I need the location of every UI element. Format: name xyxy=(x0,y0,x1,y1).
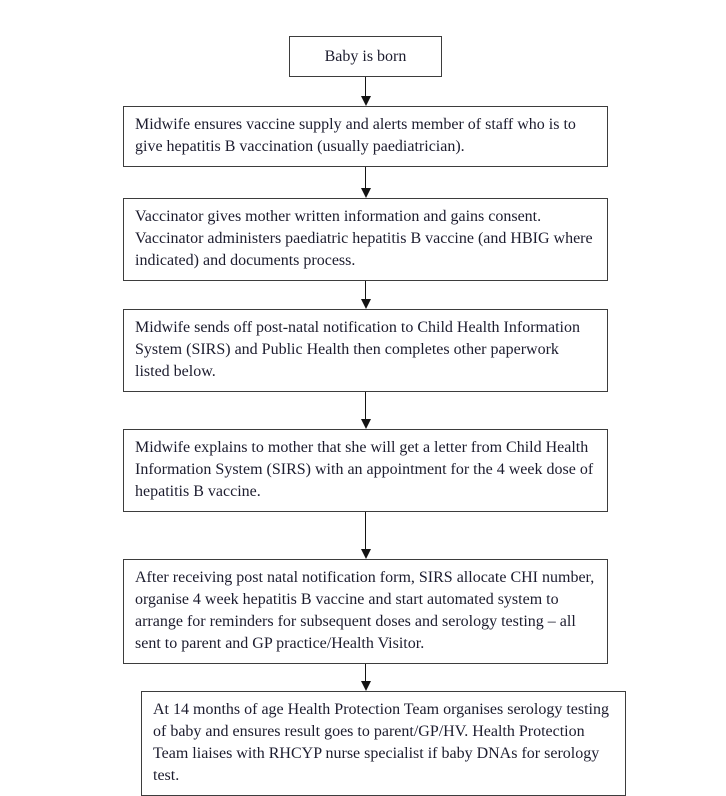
down-arrow-icon xyxy=(360,167,372,198)
flow-node-postnatal-notification: Midwife sends off post-natal notificatio… xyxy=(123,309,608,392)
flow-node-sirs-allocates-chi: After receiving post natal notification … xyxy=(123,559,608,664)
arrow-line xyxy=(364,77,367,97)
flow-node-serology-testing-14-months: At 14 months of age Health Protection Te… xyxy=(141,691,626,796)
flow-node-midwife-explains-letter: Midwife explains to mother that she will… xyxy=(123,429,608,512)
arrow-head-icon xyxy=(360,419,371,429)
arrow-line xyxy=(364,664,367,682)
flow-node-midwife-ensures-supply: Midwife ensures vaccine supply and alert… xyxy=(123,106,608,167)
arrow-head-icon xyxy=(360,299,371,309)
arrow-line xyxy=(364,512,367,550)
arrow-head-icon xyxy=(360,549,371,559)
flow-node-baby-is-born: Baby is born xyxy=(289,36,442,77)
flow-node-vaccinator-consent: Vaccinator gives mother written informat… xyxy=(123,198,608,281)
down-arrow-icon xyxy=(360,281,372,309)
down-arrow-icon xyxy=(360,392,372,429)
down-arrow-icon xyxy=(360,664,372,691)
arrow-line xyxy=(364,281,367,300)
arrow-line xyxy=(364,392,367,420)
arrow-head-icon xyxy=(360,681,371,691)
arrow-line xyxy=(364,167,367,189)
arrow-head-icon xyxy=(360,96,371,106)
arrow-head-icon xyxy=(360,188,371,198)
flowchart: Baby is born Midwife ensures vaccine sup… xyxy=(123,0,626,796)
down-arrow-icon xyxy=(360,77,372,106)
down-arrow-icon xyxy=(360,512,372,559)
